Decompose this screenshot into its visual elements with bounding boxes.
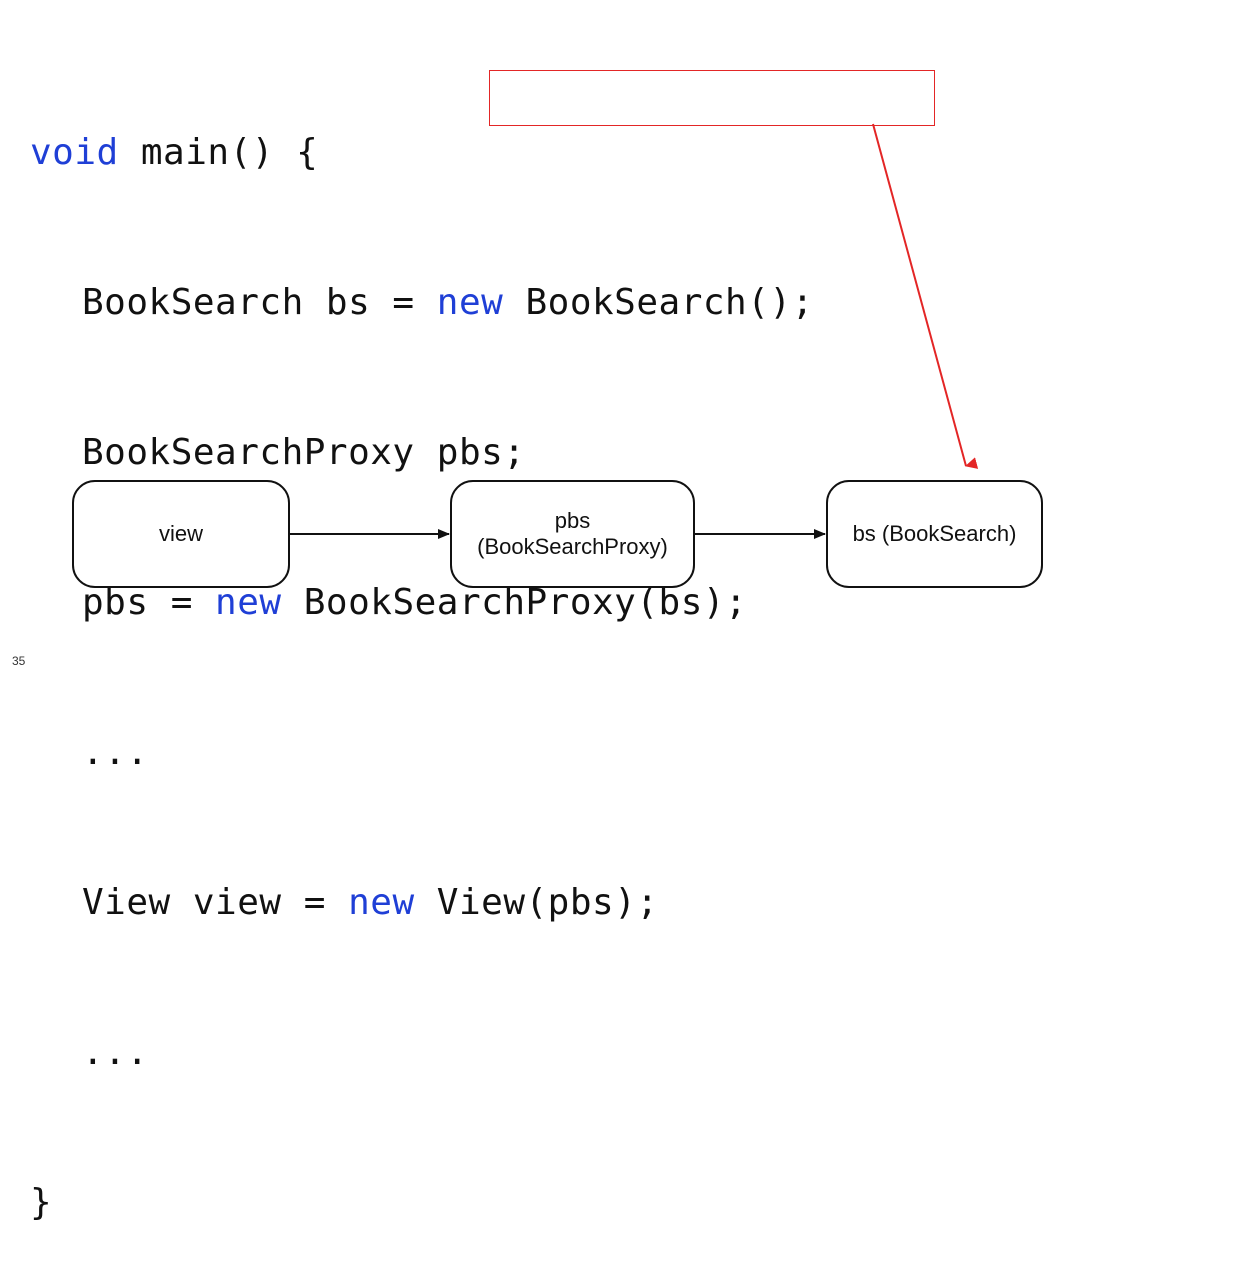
code-text: BookSearchProxy pbs; — [82, 432, 526, 473]
code-line-7: ... — [30, 1028, 814, 1078]
node-label: view — [158, 521, 203, 546]
highlight-box — [489, 70, 935, 126]
code-text: View view = — [82, 882, 349, 923]
node-label: pbs — [554, 508, 591, 533]
code-text: } — [30, 1182, 53, 1223]
code-text: ... — [82, 1032, 149, 1073]
code-line-4: pbs = new BookSearchProxy(bs); — [30, 578, 814, 628]
code-line-2: BookSearch bs = new BookSearch(); — [30, 278, 814, 328]
code-line-3: BookSearchProxy pbs; — [30, 428, 814, 478]
node-label: bs (BookSearch) — [852, 521, 1017, 546]
arrow-highlight-to-bs — [872, 123, 979, 469]
keyword-new: new — [215, 582, 282, 623]
code-text: pbs = — [82, 582, 216, 623]
node-bs-box — [826, 480, 1043, 588]
code-text: BookSearch(); — [503, 282, 814, 323]
object-diagram — [72, 123, 1043, 588]
code-line-8: } — [30, 1178, 814, 1228]
keyword-void: void — [30, 132, 119, 173]
page-number: 35 — [12, 654, 26, 668]
node-label: (BookSearchProxy) — [477, 534, 668, 559]
code-text: ... — [82, 732, 149, 773]
node-bs: bs (BookSearch) — [827, 481, 1042, 587]
node-pbs: pbs (BookSearchProxy) — [451, 481, 694, 587]
code-line-6: View view = new View(pbs); — [30, 878, 814, 928]
keyword-new: new — [436, 282, 504, 323]
code-text: main() { — [118, 132, 319, 173]
code-text: BookSearchProxy(bs); — [281, 582, 748, 623]
code-text: BookSearch bs = — [82, 282, 437, 323]
code-text: View(pbs); — [414, 882, 659, 923]
code-line-5: ... — [30, 728, 814, 778]
keyword-new: new — [348, 882, 415, 923]
code-line-1: void main() { — [30, 128, 814, 178]
node-view: view — [73, 481, 289, 587]
